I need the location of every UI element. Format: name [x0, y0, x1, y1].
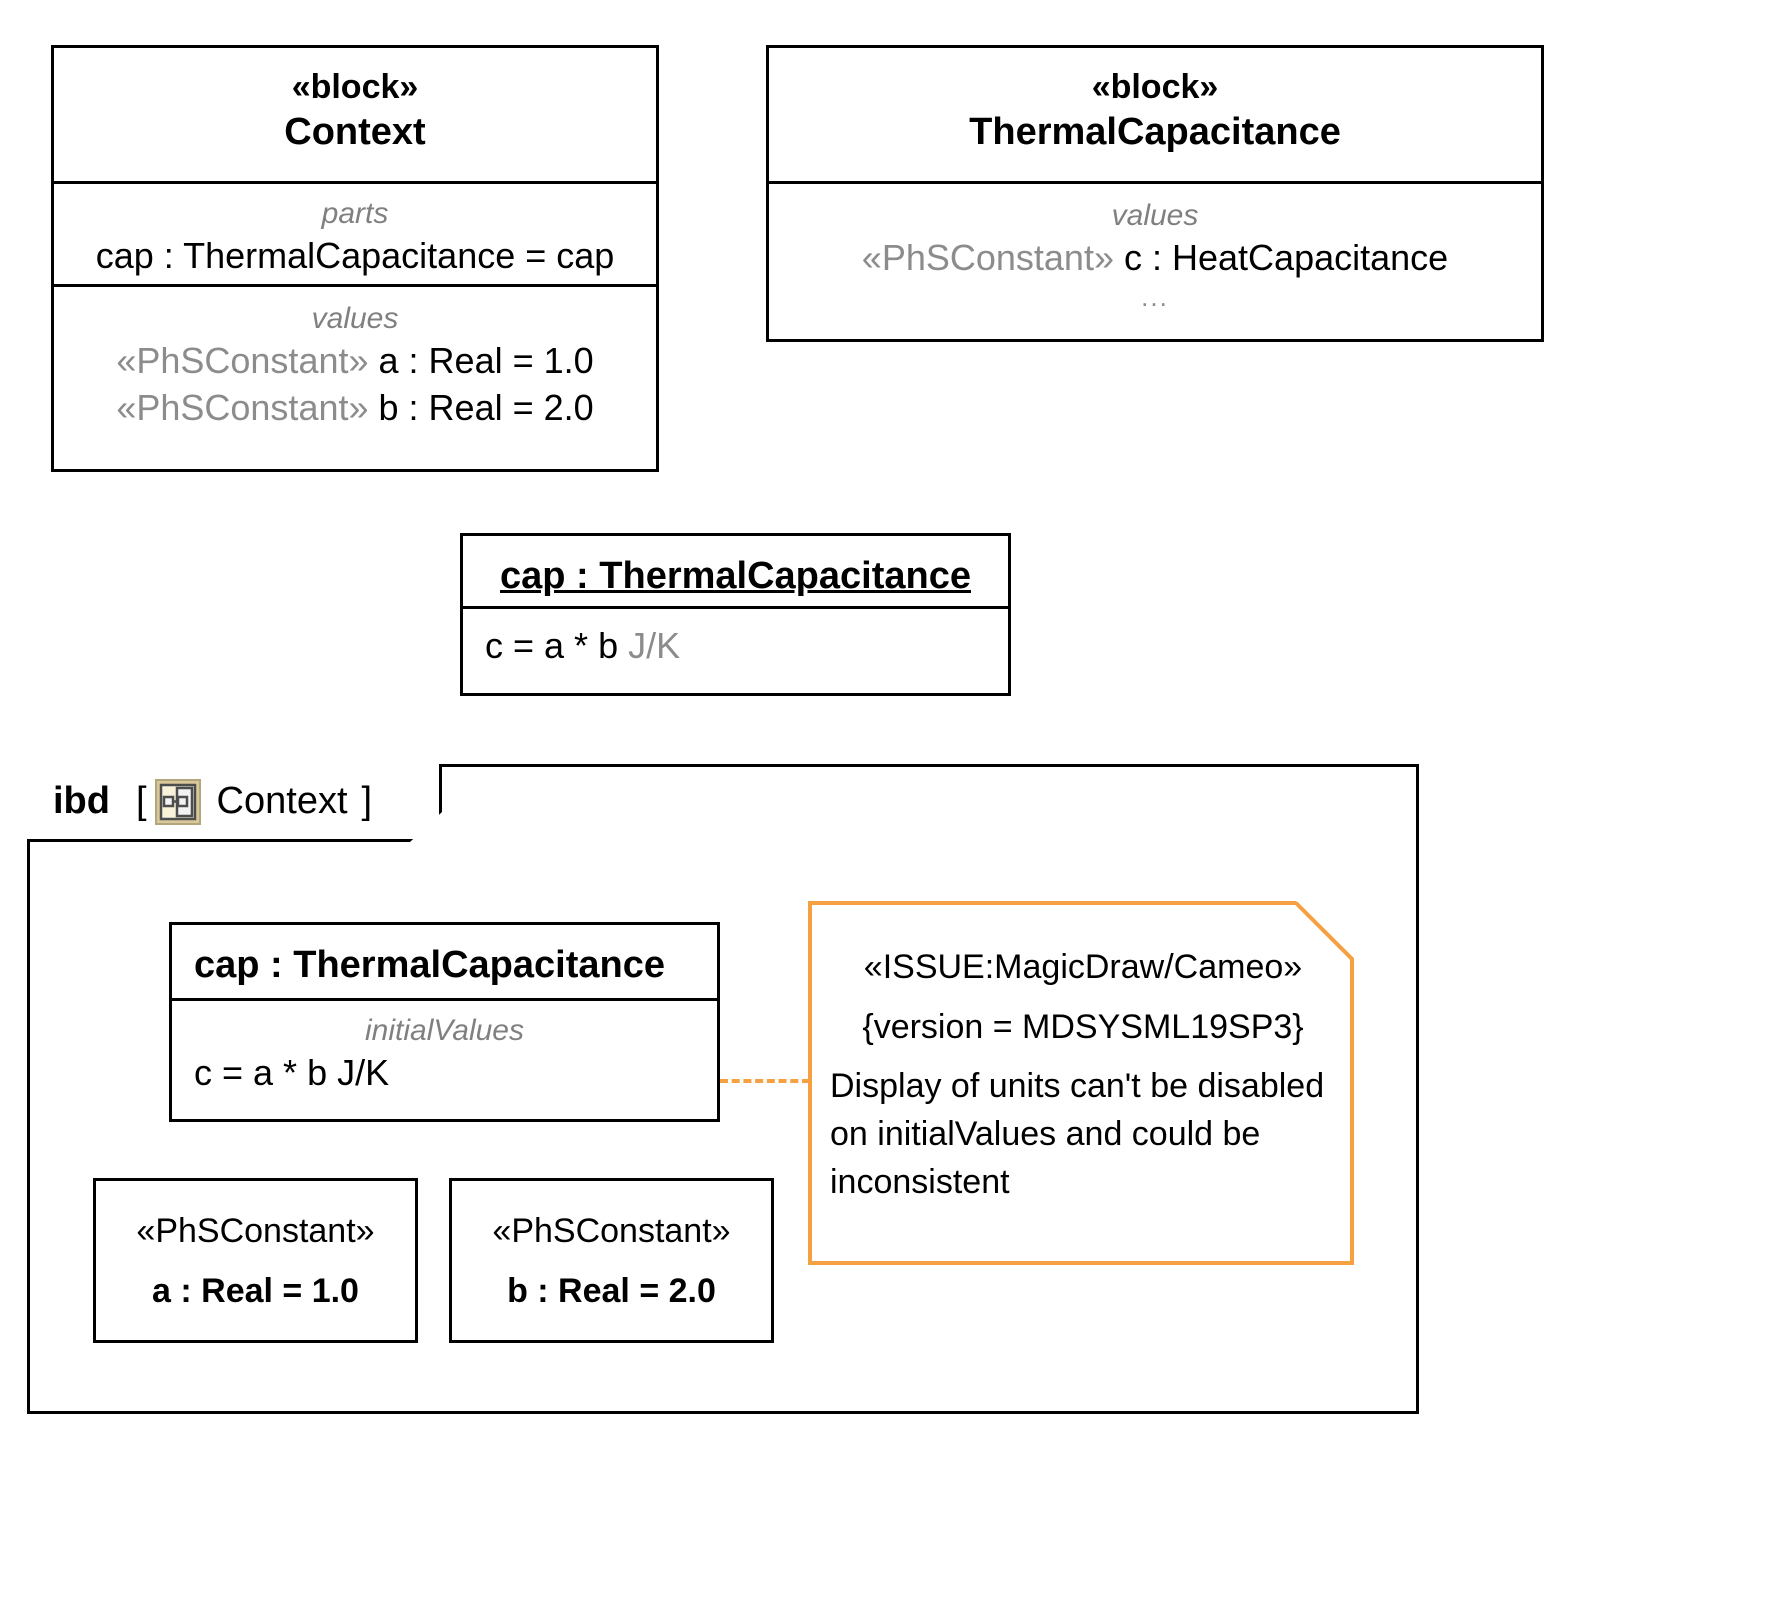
- compartment-label-parts: parts: [321, 197, 389, 230]
- block-thermal-capacitance[interactable]: «block» ThermalCapacitance values «PhSCo…: [766, 45, 1544, 342]
- ibd-property-b-body: «PhSConstant» b : Real = 2.0: [452, 1181, 771, 1340]
- values-ellipsis: ...: [1141, 281, 1169, 312]
- instance-spec-slot[interactable]: c = a * b J/K: [485, 623, 1008, 670]
- value-property-b-text: b : Real = 2.0: [378, 386, 594, 428]
- block-context-name: Context: [284, 110, 426, 153]
- ibd-frame-open-bracket: [: [135, 780, 147, 822]
- block-context-stereotype: «block»: [291, 68, 419, 106]
- block-thermal-capacitance-header: «block» ThermalCapacitance: [769, 48, 1541, 181]
- instance-spec-header: cap : ThermalCapacitance: [463, 536, 1008, 606]
- ibd-diagram-icon: [155, 779, 201, 825]
- part-property-cap-text: cap : ThermalCapacitance = cap: [95, 235, 615, 276]
- block-context-header: «block» Context: [54, 48, 656, 181]
- block-thermal-capacitance-values-compartment: values «PhSConstant» c : HeatCapacitance…: [769, 181, 1541, 345]
- value-property-a[interactable]: «PhSConstant» a : Real = 1.0: [54, 338, 656, 385]
- value-property-b-stereotype: «PhSConstant»: [116, 386, 369, 428]
- ibd-property-a-declaration: a : Real = 1.0: [152, 1271, 359, 1310]
- ibd-part-cap-header: cap : ThermalCapacitance: [172, 925, 717, 998]
- note-anchor-connector: [720, 1079, 810, 1083]
- block-context[interactable]: «block» Context parts cap : ThermalCapac…: [51, 45, 659, 472]
- ibd-property-b-stereotype: «PhSConstant»: [492, 1212, 731, 1250]
- ibd-frame-kind: ibd: [53, 780, 110, 822]
- issue-note[interactable]: «ISSUE:MagicDraw/Cameo» {version = MDSYS…: [808, 901, 1354, 1265]
- compartment-label-values: values: [311, 302, 399, 335]
- value-property-c-stereotype: «PhSConstant»: [861, 237, 1114, 278]
- part-property-cap[interactable]: cap : ThermalCapacitance = cap: [54, 233, 656, 280]
- instance-spec-slot-expression: c = a * b: [485, 625, 619, 666]
- ibd-part-cap-initial-value[interactable]: c = a * b J/K: [194, 1052, 390, 1093]
- issue-note-tagged-value: {version = MDSYSML19SP3}: [862, 1008, 1304, 1047]
- value-property-c[interactable]: «PhSConstant» c : HeatCapacitance: [769, 235, 1541, 282]
- instance-spec-title: cap : ThermalCapacitance: [500, 555, 971, 597]
- block-context-values-compartment: values «PhSConstant» a : Real = 1.0 «PhS…: [54, 284, 656, 472]
- block-thermal-capacitance-name: ThermalCapacitance: [969, 110, 1341, 153]
- instance-spec-slot-compartment: c = a * b J/K: [463, 606, 1008, 696]
- ibd-part-cap-title: cap : ThermalCapacitance: [194, 944, 665, 986]
- ibd-property-a-stereotype: «PhSConstant»: [136, 1212, 375, 1250]
- ibd-part-cap[interactable]: cap : ThermalCapacitance initialValues c…: [169, 922, 720, 1122]
- block-context-parts-compartment: parts cap : ThermalCapacitance = cap: [54, 181, 656, 284]
- ibd-frame-header[interactable]: ibd [ Context ]: [27, 764, 442, 842]
- ibd-part-cap-initialvalues-compartment: initialValues c = a * b J/K: [172, 998, 717, 1125]
- issue-note-text: Display of units can't be disabled on in…: [830, 1066, 1325, 1202]
- compartment-label-initialvalues: initialValues: [365, 1014, 524, 1047]
- compartment-label-values-2: values: [1111, 199, 1199, 232]
- ibd-property-b[interactable]: «PhSConstant» b : Real = 2.0: [449, 1178, 774, 1343]
- value-property-b[interactable]: «PhSConstant» b : Real = 2.0: [54, 385, 656, 432]
- value-property-c-text: c : HeatCapacitance: [1124, 237, 1449, 278]
- issue-note-content: «ISSUE:MagicDraw/Cameo» {version = MDSYS…: [808, 901, 1354, 1220]
- issue-note-stereotype: «ISSUE:MagicDraw/Cameo»: [863, 948, 1303, 986]
- instance-spec-slot-unit: J/K: [628, 625, 681, 666]
- value-property-a-text: a : Real = 1.0: [378, 340, 594, 381]
- ibd-frame-close-bracket: ]: [361, 780, 373, 822]
- issue-note-body: [808, 901, 1354, 1265]
- instance-spec-cap[interactable]: cap : ThermalCapacitance c = a * b J/K: [460, 533, 1011, 696]
- ibd-frame-name: Context: [216, 780, 348, 822]
- ibd-property-a[interactable]: «PhSConstant» a : Real = 1.0: [93, 1178, 418, 1343]
- ibd-property-b-declaration: b : Real = 2.0: [507, 1271, 716, 1310]
- ibd-frame: ibd [ Context ] cap : ThermalCapacitance: [27, 764, 1419, 1414]
- value-property-a-stereotype: «PhSConstant»: [116, 340, 369, 381]
- ibd-property-a-body: «PhSConstant» a : Real = 1.0: [96, 1181, 415, 1340]
- block-thermal-capacitance-stereotype: «block»: [1091, 68, 1219, 106]
